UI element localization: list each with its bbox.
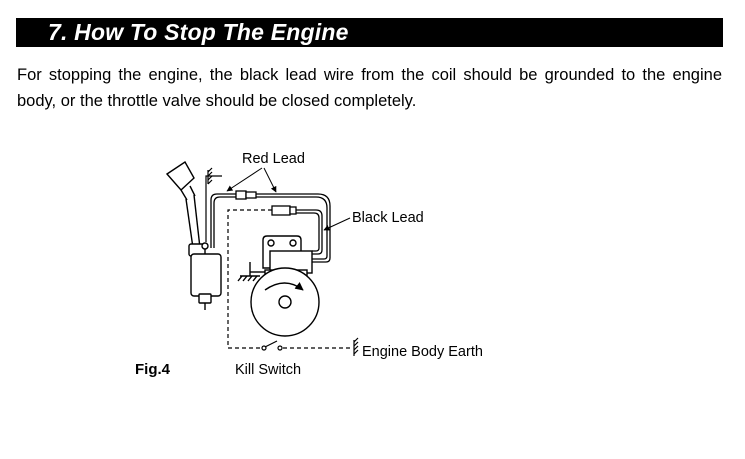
kill-switch (261, 340, 283, 351)
figure-caption: Fig.4 (135, 361, 171, 378)
kill-switch-label: Kill Switch (235, 362, 301, 378)
spark-plug-cap (165, 160, 201, 249)
leader-lines (226, 167, 351, 231)
ignition-coil (188, 242, 222, 310)
kill-switch-circuit (227, 209, 350, 349)
section-header: 7. How To Stop The Engine (16, 18, 723, 47)
black-lead-label: Black Lead (352, 210, 424, 226)
section-title: 7. How To Stop The Engine (48, 19, 349, 45)
red-lead-wire (210, 190, 331, 263)
body-paragraph: For stopping the engine, the black lead … (17, 66, 722, 110)
black-lead-wire (271, 205, 323, 255)
flywheel (250, 267, 320, 337)
engine-body-earth-label: Engine Body Earth (362, 344, 483, 360)
red-lead-label: Red Lead (242, 151, 305, 167)
engine-body-earth-symbol (353, 337, 359, 356)
ground-symbol-top (205, 167, 222, 242)
